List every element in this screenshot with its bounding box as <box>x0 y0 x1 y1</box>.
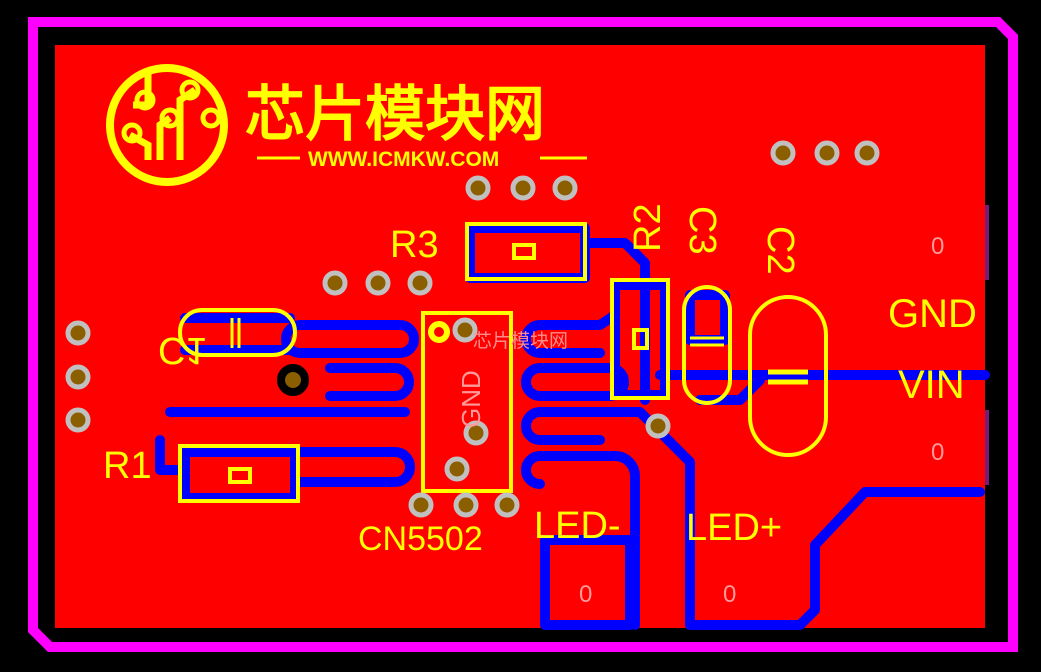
cn5502-outline <box>421 311 513 493</box>
label-r2: R2 <box>627 203 669 252</box>
r3-outline <box>465 222 587 281</box>
label-r3: R3 <box>390 224 439 266</box>
r1-outline <box>178 444 300 503</box>
logo-title: 芯片模块网 <box>245 81 545 148</box>
watermark: 芯片模块网 <box>473 330 568 352</box>
label-r1: R1 <box>103 445 152 487</box>
label-vin: VIN <box>898 363 965 407</box>
board-outline <box>28 17 1018 652</box>
copper-traces <box>155 223 990 630</box>
label-c3: C3 <box>681 206 723 255</box>
pad-net-label: 0 <box>931 439 944 466</box>
logo-circuit-icon <box>106 64 228 186</box>
label-c1: C1 <box>158 329 207 371</box>
label-gnd: GND <box>888 292 977 336</box>
pads <box>65 140 880 518</box>
label-led-plus: LED+ <box>686 507 782 549</box>
components <box>178 222 828 503</box>
pad-net-label: 0 <box>931 233 944 260</box>
c3-outline <box>682 285 732 405</box>
label-led-minus: LED- <box>534 505 621 547</box>
logo-url: WWW.ICMKW.COM <box>308 148 499 171</box>
c2-outline <box>748 295 828 457</box>
logo: 芯片模块网 WWW.ICMKW.COM <box>106 64 587 186</box>
label-chip-gnd: GND <box>456 370 486 428</box>
label-c2: C2 <box>759 226 801 275</box>
pad-net-label: 0 <box>579 581 592 608</box>
c1-outline <box>178 308 297 357</box>
pad-net-label: 0 <box>723 581 736 608</box>
label-cn5502: CN5502 <box>358 520 483 558</box>
r2-outline <box>610 278 670 400</box>
